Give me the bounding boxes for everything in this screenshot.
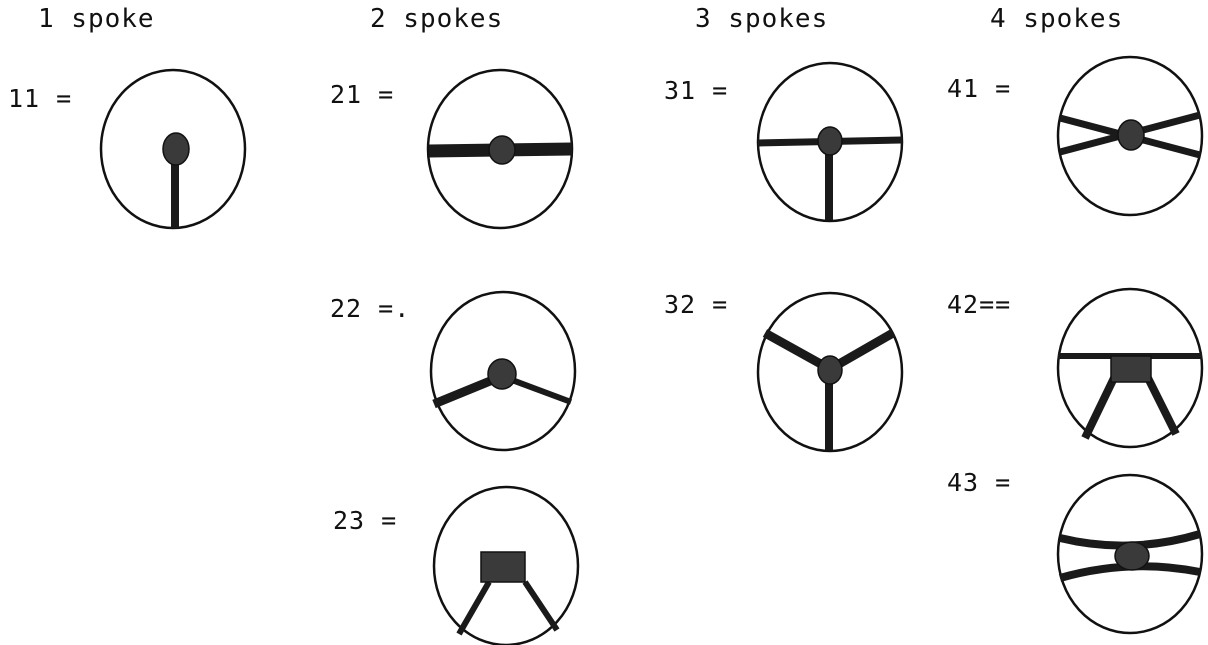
wheel-21	[428, 70, 572, 228]
wheel-22	[431, 292, 575, 450]
wheel-23	[434, 487, 578, 645]
wheel-42	[1058, 289, 1202, 447]
wheel-32	[758, 293, 902, 451]
wheel-41	[1058, 57, 1202, 215]
wheel-43	[1058, 475, 1202, 633]
wheel-31	[758, 63, 902, 221]
wheel-11	[101, 70, 245, 228]
